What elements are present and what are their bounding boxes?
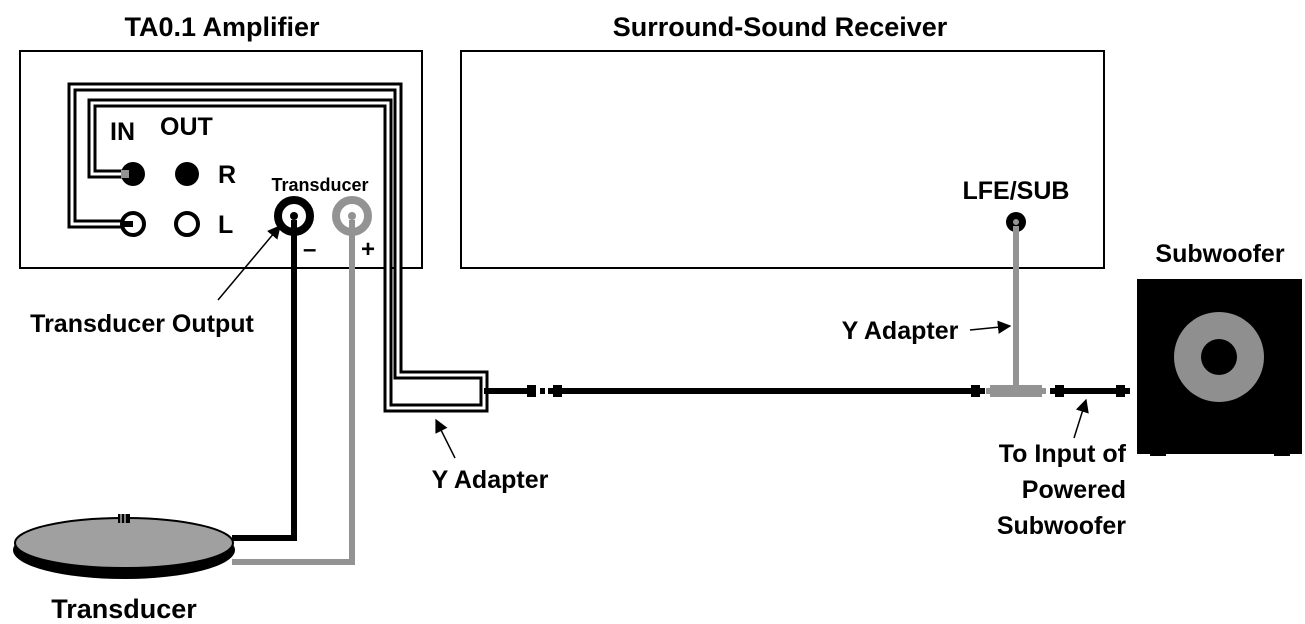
to-input-line1: To Input of (999, 440, 1127, 468)
transducer-negative-wire (232, 220, 297, 541)
amplifier-title: TA0.1 Amplifier (124, 12, 320, 42)
main-cable (548, 385, 985, 397)
l-label: L (218, 211, 233, 239)
transducer-positive-wire (232, 220, 355, 565)
subwoofer (1137, 279, 1302, 456)
in-label: IN (110, 118, 135, 146)
r-label: R (218, 161, 236, 189)
amp-input-y-cable (67, 82, 545, 413)
subwoofer-title: Subwoofer (1155, 240, 1284, 268)
plus-label: + (361, 236, 375, 263)
out-label: OUT (160, 113, 213, 141)
to-input-line2: Powered (1022, 476, 1126, 504)
y-adapter-right-callout: Y Adapter (842, 317, 959, 345)
to-input-line3: Subwoofer (997, 512, 1126, 540)
transducer-puck (13, 514, 235, 579)
y-adapter-bottom-callout: Y Adapter (432, 466, 549, 494)
subwoofer-input-cable (1050, 385, 1130, 397)
transducer-terminal-label: Transducer (271, 175, 368, 195)
transducer-caption: Transducer (51, 594, 197, 624)
receiver-panel (460, 50, 1105, 269)
transducer-output-callout: Transducer Output (30, 310, 254, 338)
receiver-y-adapter (986, 226, 1046, 397)
lfe-sub-label: LFE/SUB (963, 177, 1070, 205)
minus-label: – (303, 236, 316, 263)
receiver-title: Surround-Sound Receiver (613, 12, 948, 42)
out-r-jack[interactable] (175, 162, 199, 186)
out-l-jack[interactable] (174, 211, 200, 237)
in-r-jack[interactable] (121, 162, 145, 186)
